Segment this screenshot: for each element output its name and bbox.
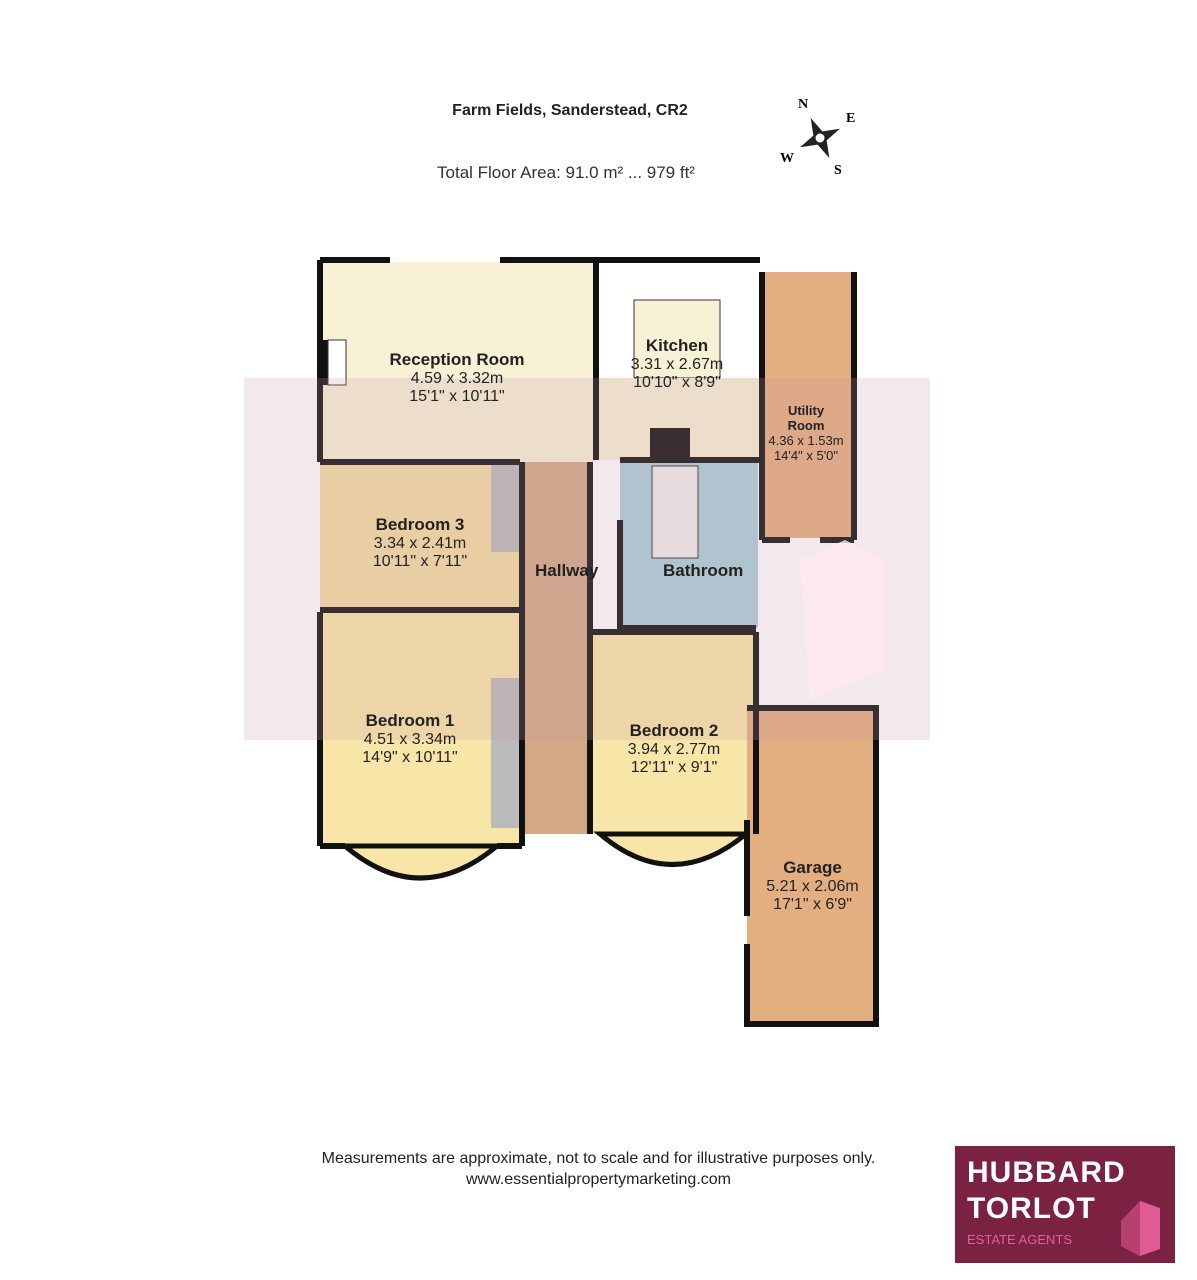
- disclaimer: Measurements are approximate, not to sca…: [0, 1148, 1197, 1190]
- compass-s: S: [834, 163, 842, 178]
- room-metric: 3.31 x 2.67m: [630, 356, 724, 373]
- watermark: [244, 378, 930, 740]
- label-kitchen: Kitchen 3.31 x 2.67m 10'10" x 8'9": [592, 336, 762, 392]
- room-imperial: 15'1" x 10'11": [409, 388, 505, 405]
- room-name: Garage: [783, 858, 842, 877]
- room-metric: 4.51 x 3.34m: [363, 731, 457, 748]
- compass-icon: N E S W: [780, 97, 855, 178]
- bedroom-2: [592, 632, 756, 834]
- room-metric: 4.59 x 3.32m: [410, 370, 504, 387]
- bedroom-3: [320, 464, 520, 610]
- room-name: Room: [787, 418, 825, 433]
- website-link[interactable]: www.essentialpropertymarketing.com: [466, 1171, 731, 1188]
- logo-line-1: HUBBARD: [967, 1156, 1126, 1189]
- disclaimer-text: Measurements are approximate, not to sca…: [321, 1150, 876, 1167]
- fireplace: [327, 339, 347, 386]
- chimney: [650, 428, 690, 460]
- label-bedroom-3: Bedroom 3 3.34 x 2.41m 10'11" x 7'11": [320, 515, 520, 571]
- logo-line-2: TORLOT: [967, 1192, 1096, 1225]
- room-imperial: 12'11" x 9'1": [630, 759, 718, 776]
- label-bathroom: Bathroom: [663, 561, 744, 580]
- hallway: [522, 462, 590, 834]
- room-name: Reception Room: [389, 350, 525, 369]
- garage: [747, 708, 876, 1024]
- label-bedroom-2: Bedroom 2 3.94 x 2.77m 12'11" x 9'1": [592, 721, 756, 777]
- room-imperial: 17'1" x 6'9": [773, 896, 852, 913]
- room-metric: 5.21 x 2.06m: [766, 878, 859, 895]
- room-metric: 4.36 x 1.53m: [768, 433, 844, 448]
- house-icon: [1121, 1201, 1160, 1256]
- bedroom-2-bay: [593, 831, 753, 867]
- room-name: Bedroom 3: [375, 515, 465, 534]
- label-reception: Reception Room 4.59 x 3.32m 15'1" x 10'1…: [318, 350, 596, 406]
- room-imperial: 10'11" x 7'11": [372, 553, 468, 570]
- wardrobe: [491, 462, 520, 552]
- room-name: Bedroom 1: [365, 711, 455, 730]
- logo-line-3: ESTATE AGENTS: [967, 1232, 1072, 1247]
- room-metric: 3.94 x 2.77m: [627, 741, 721, 758]
- wardrobe: [491, 678, 520, 828]
- room-imperial: 14'9" x 10'11": [362, 749, 458, 766]
- room-name: Bedroom 2: [629, 721, 719, 740]
- room-imperial: 10'10" x 8'9": [633, 374, 721, 391]
- hubbard-torlot-logo: HUBBARD TORLOT ESTATE AGENTS: [955, 1146, 1175, 1263]
- property-title: Farm Fields, Sanderstead, CR2: [452, 102, 688, 119]
- total-floor-area: Total Floor Area: 91.0 m² ... 979 ft²: [437, 163, 695, 182]
- room-name: Kitchen: [645, 336, 709, 355]
- utility-room: [762, 272, 854, 538]
- room-imperial: 14'4" x 5'0": [773, 448, 839, 463]
- label-hallway: Hallway: [535, 561, 599, 580]
- bathtub: [651, 465, 699, 559]
- bedroom-1: [320, 612, 522, 846]
- label-bedroom-1: Bedroom 1 4.51 x 3.34m 14'9" x 10'11": [310, 711, 510, 767]
- room-name: Utility: [787, 403, 825, 418]
- label-garage: Garage 5.21 x 2.06m 17'1" x 6'9": [747, 858, 878, 914]
- walls: [317, 257, 879, 1027]
- fireplace-wall: [318, 340, 328, 385]
- compass-n: N: [798, 97, 808, 112]
- compass-e: E: [846, 111, 855, 126]
- compass-w: W: [780, 151, 794, 166]
- bedroom-1-bay: [338, 843, 504, 881]
- reception-room: [320, 262, 596, 462]
- label-utility: Utility Room 4.36 x 1.53m 14'4" x 5'0": [760, 403, 852, 463]
- room-metric: 3.34 x 2.41m: [373, 535, 467, 552]
